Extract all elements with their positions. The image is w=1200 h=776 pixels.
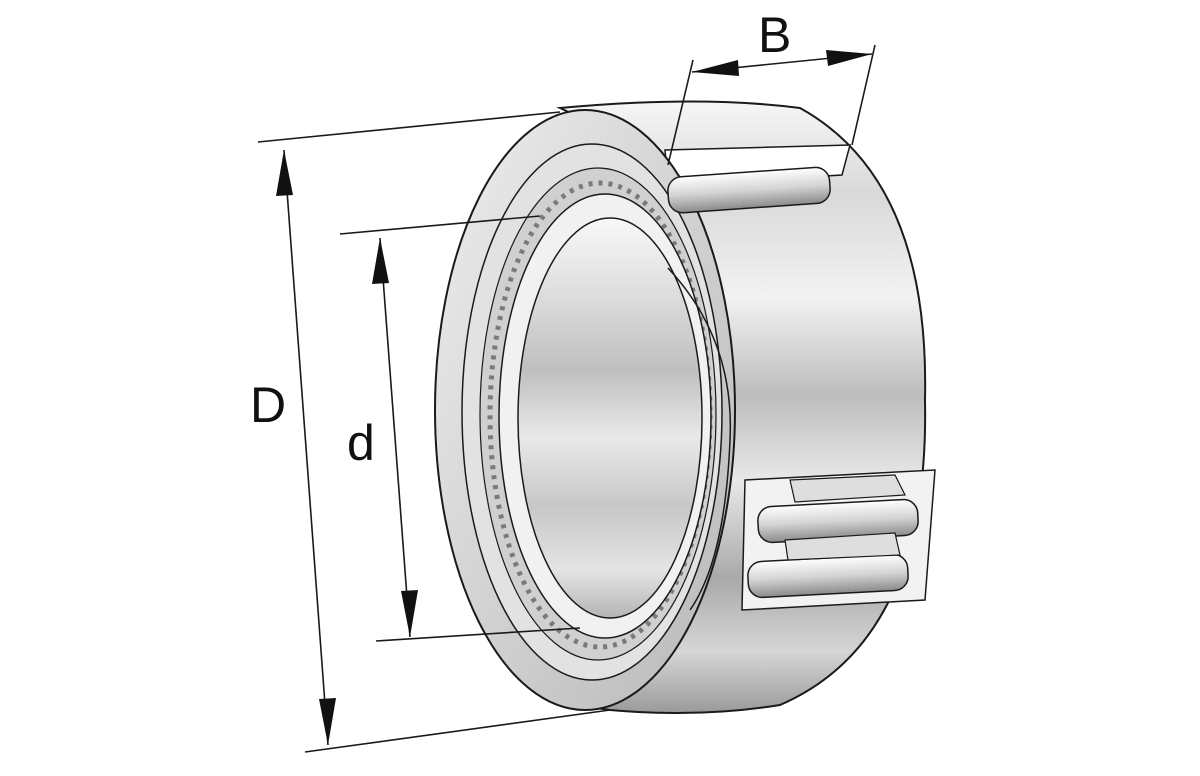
inner-ring-bore <box>517 217 703 619</box>
needle-rollers <box>667 166 919 599</box>
dimension-B-arrow-right <box>826 50 872 66</box>
dimension-D-extension-bottom <box>304 709 611 753</box>
dimension-D: D <box>250 111 611 753</box>
needle-roller-top <box>667 166 831 214</box>
cage-bar-upper <box>789 474 906 503</box>
dimension-D-arrow-bottom <box>319 698 336 745</box>
dimension-d-arrow-top <box>372 238 389 284</box>
dimension-B-extension-right <box>851 44 876 146</box>
dimension-D-arrow-top <box>276 150 293 196</box>
dimension-d-arrow-bottom <box>401 590 418 637</box>
dimension-D-line <box>283 149 329 746</box>
dimension-D-label: D <box>250 377 286 433</box>
cage-bar-lower <box>784 532 901 561</box>
dimension-d-line <box>379 237 411 638</box>
dimension-D-extension-top <box>257 111 561 143</box>
dimension-d-label: d <box>347 415 375 471</box>
dimension-B-extension-left <box>667 59 694 166</box>
dimension-B: B <box>667 7 876 166</box>
dimension-d-extension-top <box>339 215 541 235</box>
bore-far-edge <box>667 267 732 611</box>
dimension-B-arrow-left <box>692 60 739 76</box>
dimension-d-extension-bottom <box>375 627 581 642</box>
dimension-B-label: B <box>758 7 791 63</box>
dimension-d: d <box>339 215 581 642</box>
needle-roller-lower <box>747 553 909 599</box>
inner-ring <box>498 193 732 639</box>
